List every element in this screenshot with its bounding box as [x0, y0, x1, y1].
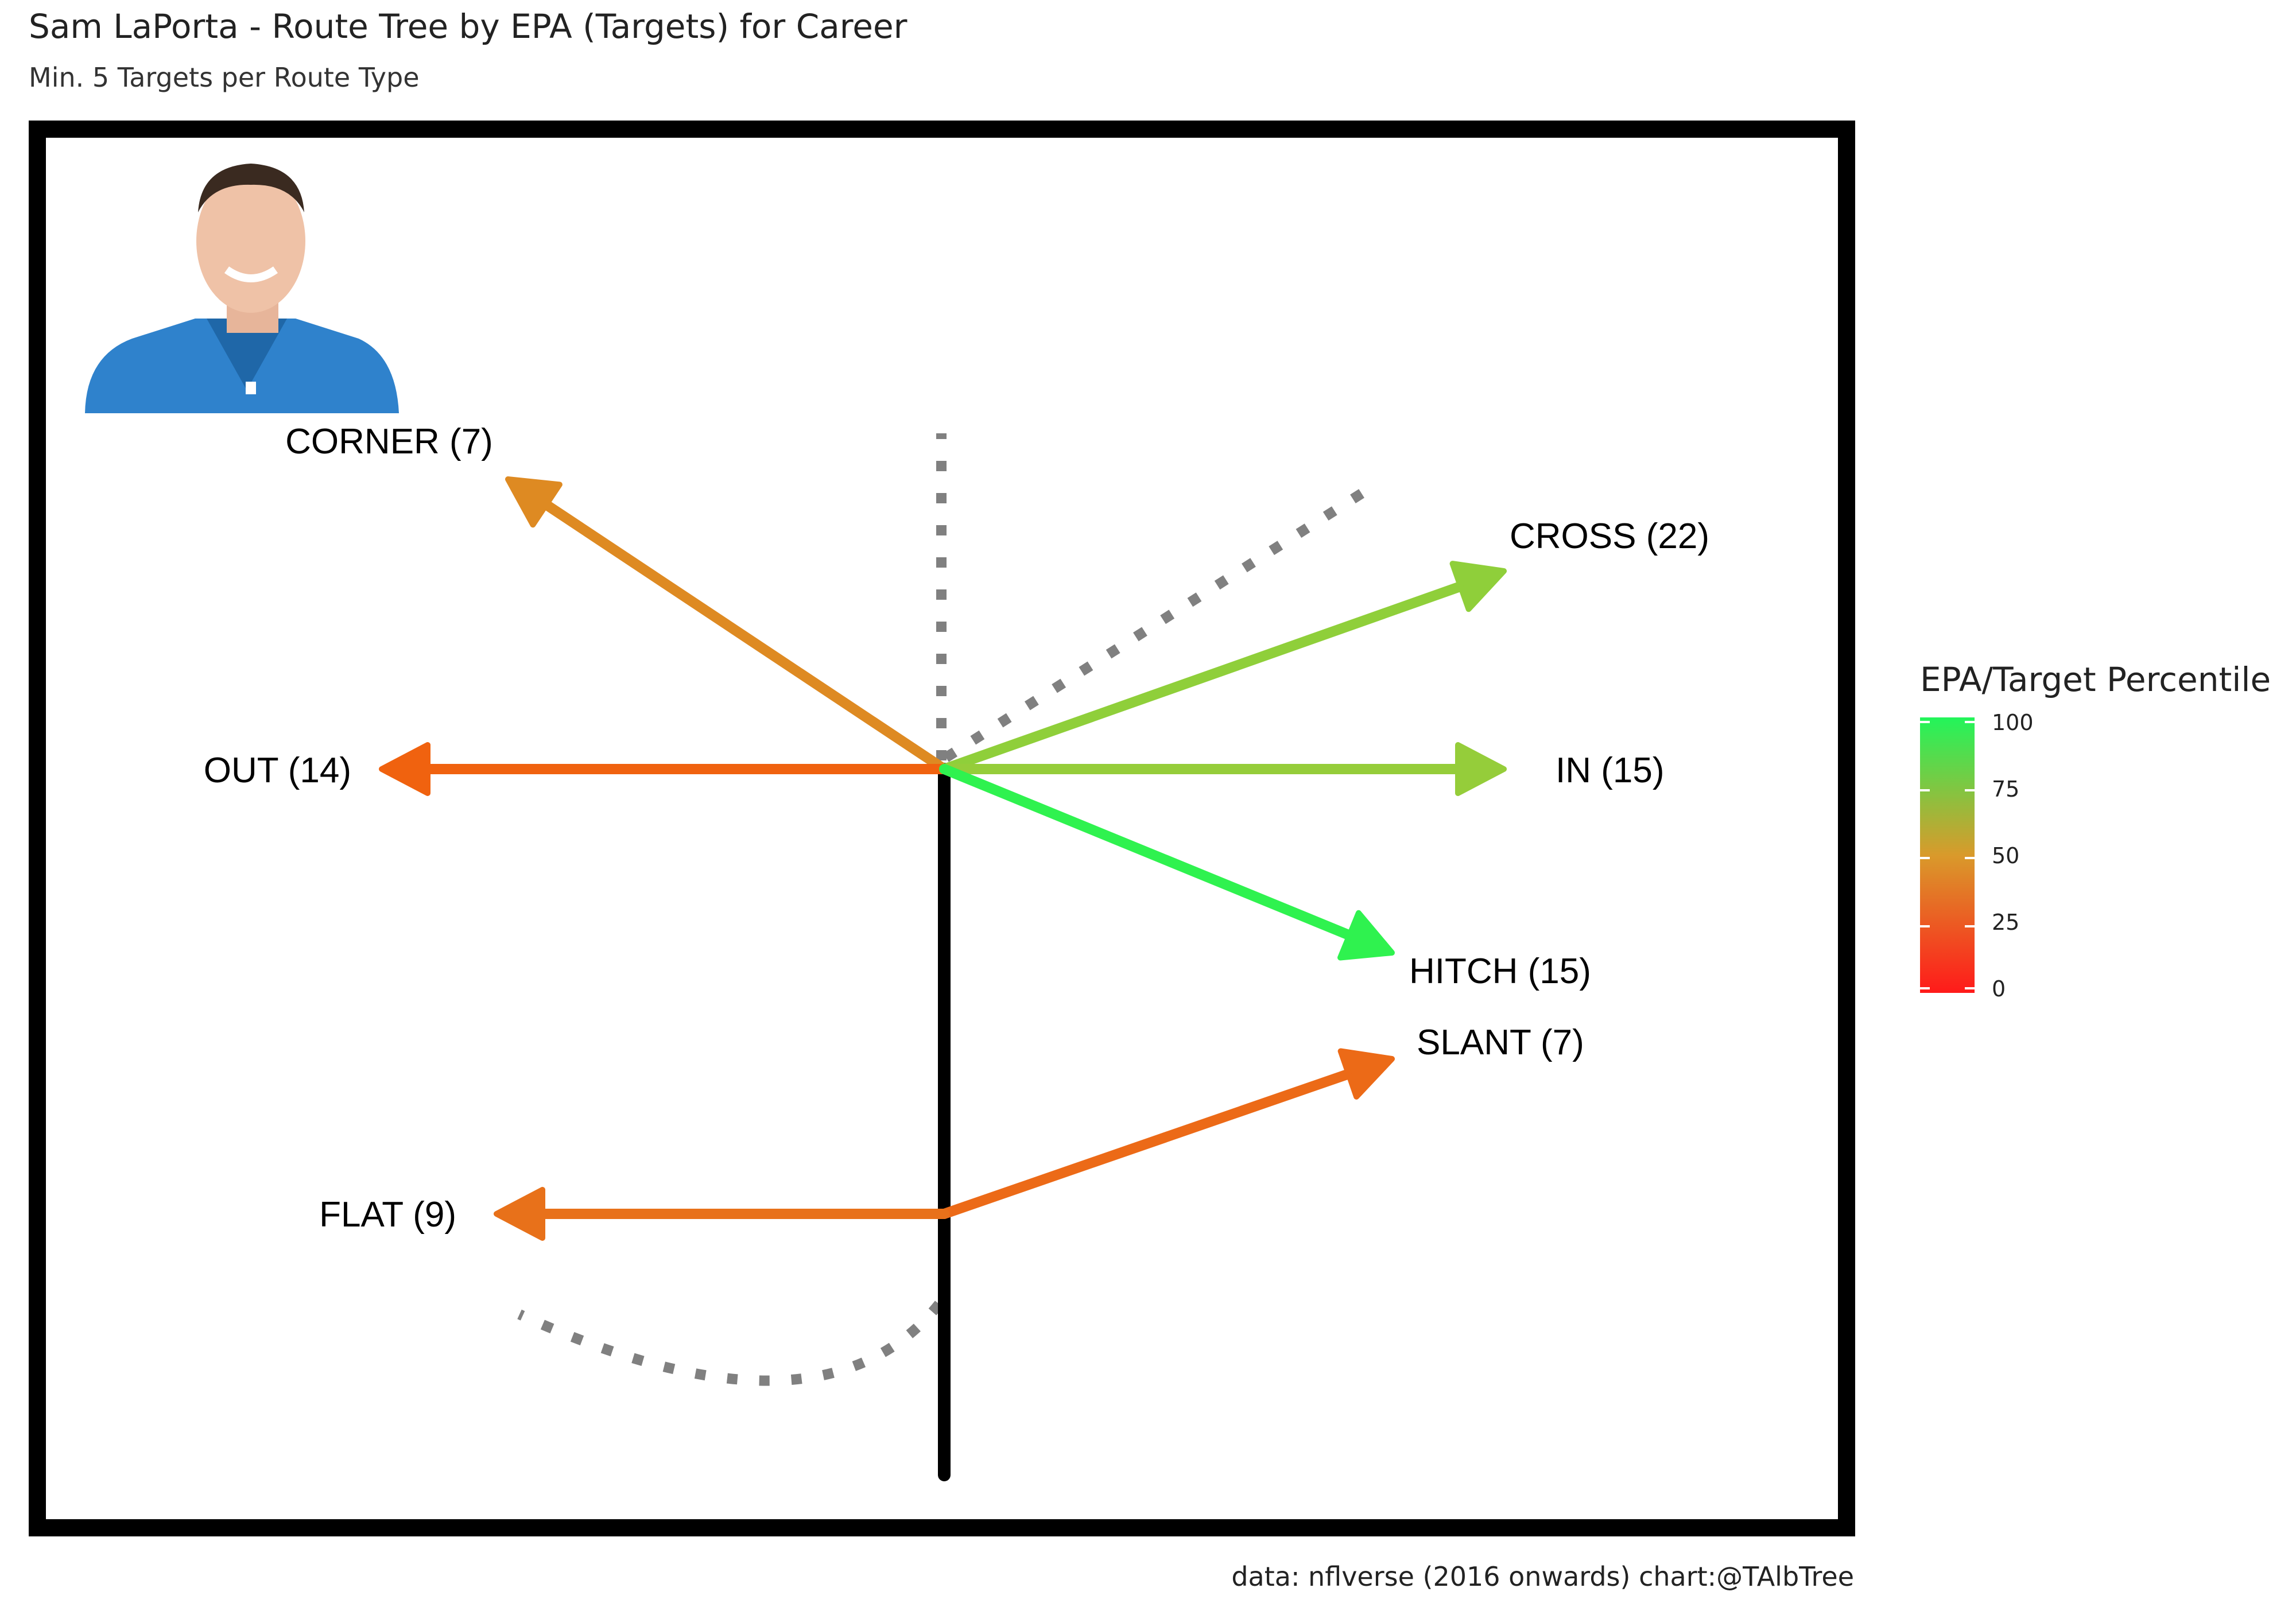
legend-ticks-marks [1920, 721, 1975, 989]
field-border [29, 121, 1855, 1536]
unused-route-post [943, 487, 1368, 762]
route-label-in: IN (15) [1556, 751, 1664, 790]
chart-title: Sam LaPorta - Route Tree by EPA (Targets… [29, 7, 907, 46]
route-line-corner [539, 498, 949, 774]
route-arrowhead-out [379, 742, 430, 796]
legend: 0 25 50 75 100 [1920, 710, 2034, 1002]
route-label-hitch: HITCH (15) [1409, 952, 1591, 991]
route-arrowhead-in [1455, 742, 1507, 796]
chart-caption: data: nflverse (2016 onwards) chart:@TAl… [1231, 1561, 1854, 1592]
unused-route-wheel [517, 1301, 944, 1386]
legend-title: EPA/Target Percentile [1920, 660, 2271, 699]
route-label-out: OUT (14) [204, 751, 351, 790]
legend-tick-label: 50 [1992, 843, 2019, 868]
legend-colorbar [1920, 717, 1975, 993]
legend-tick-label: 0 [1992, 976, 2006, 1002]
route-arrowhead-flat [494, 1187, 545, 1241]
route-label-corner: CORNER (7) [285, 422, 493, 461]
player-headshot [85, 164, 399, 413]
route-label-slant: SLANT (7) [1417, 1023, 1584, 1062]
route-line-slant [939, 1068, 1356, 1219]
unused-routes [517, 433, 1368, 1386]
route-label-cross: CROSS (22) [1510, 517, 1709, 556]
route-arrowhead-hitch [1337, 910, 1395, 961]
route-arrowhead-slant [1337, 1048, 1395, 1100]
route-label-flat: FLAT (9) [319, 1195, 456, 1235]
route-arrowhead-corner [505, 476, 563, 528]
route-arrowhead-cross [1449, 561, 1507, 612]
legend-tick-label: 100 [1992, 710, 2034, 735]
route-line-cross [939, 580, 1468, 774]
legend-tick-label: 25 [1992, 910, 2019, 935]
legend-tick-label: 75 [1992, 777, 2019, 802]
chart-subtitle: Min. 5 Targets per Route Type [29, 62, 420, 93]
route-line-hitch [939, 764, 1357, 942]
routes-layer: CORNER (7) CROSS (22) OUT (14) IN (15) HITCH… [204, 422, 1709, 1241]
